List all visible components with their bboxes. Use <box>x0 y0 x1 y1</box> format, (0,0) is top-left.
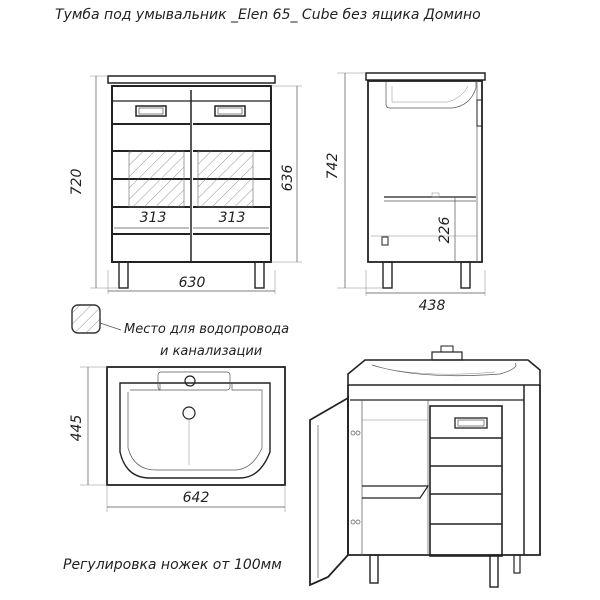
legend-line2: и канализации <box>160 344 262 359</box>
legs-adjustment-note: Регулировка ножек от 100мм <box>63 557 282 573</box>
dim-door-width-right: 313 <box>219 210 246 226</box>
dim-height-side: 742 <box>325 153 341 180</box>
open-door <box>309 396 349 587</box>
dim-door-width-left: 313 <box>140 210 167 226</box>
plumbing-legend: Место для водопровода и канализации <box>71 304 289 359</box>
front-leg-right <box>254 261 265 289</box>
left-door-handle <box>135 105 167 117</box>
dim-height-front: 636 <box>280 165 296 192</box>
perspective-leg-right <box>489 554 499 588</box>
dim-depth-side: 438 <box>419 298 446 314</box>
drawing-title: Тумба под умывальник _Elen 65_ Cube без … <box>55 7 481 23</box>
perspective-view <box>309 345 541 588</box>
dim-basin-width: 642 <box>183 490 210 506</box>
front-view: 720 636 313 313 630 <box>69 75 302 294</box>
side-leg-right <box>460 261 471 289</box>
right-door-handle <box>214 105 246 117</box>
dim-basin-depth: 445 <box>69 415 85 442</box>
dim-shelf-height: 226 <box>437 217 453 244</box>
drain-hole <box>182 406 196 420</box>
front-leg-left <box>118 261 129 289</box>
dim-width-front: 630 <box>179 275 206 291</box>
side-view: 742 226 438 <box>325 72 486 314</box>
legend-line1: Место для водопровода <box>124 322 289 337</box>
legend-hatch-swatch <box>71 304 101 334</box>
plumbing-zone-left <box>128 150 185 208</box>
side-leg-left <box>382 261 393 289</box>
plumbing-zone-right <box>197 150 254 208</box>
faucet-hole <box>184 375 196 387</box>
top-view: 445 642 <box>69 366 286 512</box>
dim-height-total: 720 <box>69 169 85 196</box>
perspective-leg-left <box>369 554 379 584</box>
